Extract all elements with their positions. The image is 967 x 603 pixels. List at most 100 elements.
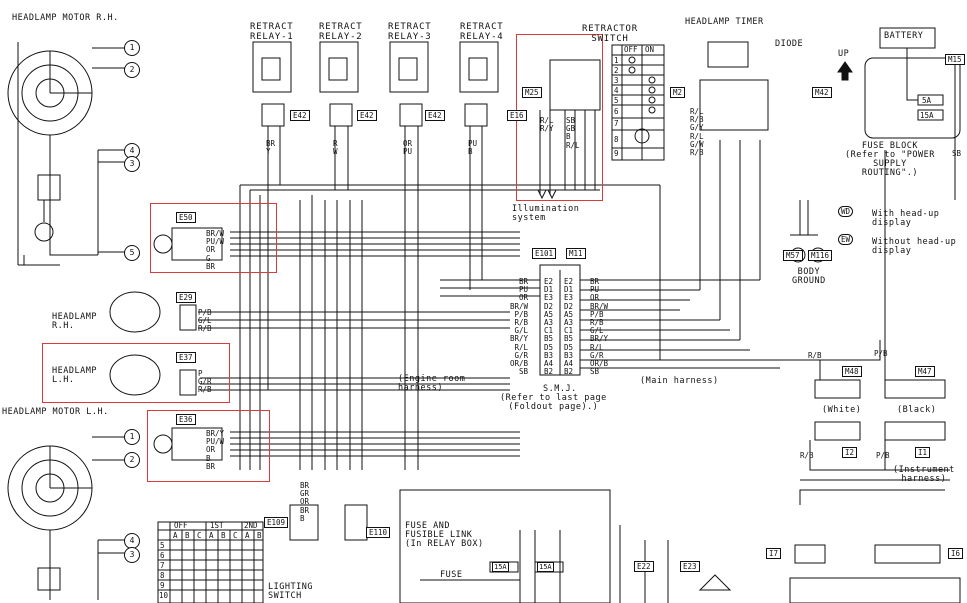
battery-fuse-block bbox=[864, 27, 961, 150]
terminal-rh-5: 5 bbox=[124, 245, 140, 261]
highlight-retractor-switch bbox=[516, 34, 603, 201]
light-table-1st: 1ST bbox=[210, 521, 224, 530]
title-retractor-switch: RETRACTOR SWITCH bbox=[582, 24, 638, 44]
lighting-switch-table bbox=[157, 521, 264, 603]
retractor-switch-table bbox=[611, 44, 665, 161]
title-headlamp-timer: HEADLAMP TIMER bbox=[685, 17, 764, 27]
title-up: UP bbox=[838, 49, 850, 59]
connector-e42-1: E42 bbox=[290, 110, 310, 121]
light-table-row-9: 9 bbox=[160, 581, 165, 590]
wire-m48: R/B bbox=[808, 351, 822, 360]
title-illumination: Illumination system bbox=[512, 204, 580, 223]
pins-smj-left: E2 D1 E3 D2 A5 A3 C1 B5 D5 B3 A4 B2 bbox=[544, 277, 554, 377]
light-table-row-8: 8 bbox=[160, 571, 165, 580]
title-retract-relay-2: RETRACT RELAY-2 bbox=[319, 22, 363, 42]
terminal-lh-3: 3 bbox=[124, 547, 140, 563]
connector-e50: E50 bbox=[176, 212, 196, 223]
retract-table-row-3: 3 bbox=[614, 76, 619, 85]
connector-e42-3: E42 bbox=[425, 110, 445, 121]
title-retract-relay-4: RETRACT RELAY-4 bbox=[460, 22, 504, 42]
legend-with-hud: With head-up display bbox=[872, 209, 940, 228]
connector-m47: M47 bbox=[915, 366, 935, 377]
label-white: (White) bbox=[822, 405, 862, 415]
light-table-letter-8: B bbox=[257, 531, 262, 540]
connector-e42-2: E42 bbox=[357, 110, 377, 121]
title-headlamp-motor-rh: HEADLAMP MOTOR R.H. bbox=[12, 13, 119, 23]
connector-e101: E101 bbox=[532, 248, 557, 259]
title-headlamp-motor-lh: HEADLAMP MOTOR L.H. bbox=[2, 407, 109, 417]
connector-m57: M57 bbox=[783, 250, 803, 261]
connector-e37: E37 bbox=[176, 352, 196, 363]
connector-i6: I6 bbox=[948, 548, 964, 559]
label-instrument-harness: (Instrument harness) bbox=[893, 465, 955, 484]
tag-wd: WD bbox=[838, 206, 854, 217]
wires-relay-1: BR Y bbox=[266, 139, 276, 157]
light-table-letter-7: A bbox=[245, 531, 250, 540]
light-table-letter-2: B bbox=[185, 531, 190, 540]
headlamp-rh-symbol bbox=[109, 291, 197, 333]
connector-i1: I1 bbox=[915, 447, 931, 458]
terminal-rh-4: 4 bbox=[124, 143, 140, 159]
label-engine-room-harness: (Engine room harness) bbox=[398, 374, 466, 393]
terminal-rh-1: 1 bbox=[124, 40, 140, 56]
connector-m48: M48 bbox=[842, 366, 862, 377]
wire-m47: P/B bbox=[874, 349, 888, 358]
connector-m11: M11 bbox=[566, 248, 586, 259]
pins-smj-right: E2 D1 E3 D2 A5 A3 C1 B5 D5 B3 A4 B2 bbox=[564, 277, 574, 377]
title-body-ground: BODY GROUND bbox=[792, 267, 826, 286]
connector-e16: E16 bbox=[507, 110, 527, 121]
fuse-block-fuse-1: 5A bbox=[922, 96, 932, 105]
wires-timer: R/L R/B G/Y R/L G/W R/B bbox=[690, 107, 704, 158]
title-lighting-switch: LIGHTING SWITCH bbox=[268, 582, 313, 601]
light-table-row-10: 10 bbox=[159, 591, 169, 600]
title-fuse-block: FUSE BLOCK (Refer to "POWER SUPPLY ROUTI… bbox=[845, 141, 935, 178]
connector-i7: I7 bbox=[766, 548, 782, 559]
highlight-e36 bbox=[147, 410, 270, 482]
retract-table-row-5: 5 bbox=[614, 96, 619, 105]
title-headlamp-lh: HEADLAMP L.H. bbox=[52, 366, 97, 385]
retract-table-on: ON bbox=[645, 45, 655, 54]
light-table-letter-1: A bbox=[173, 531, 178, 540]
headlamp-motor-lh-symbol bbox=[7, 436, 125, 600]
connector-m116: M116 bbox=[808, 250, 833, 261]
title-retract-relay-3: RETRACT RELAY-3 bbox=[388, 22, 432, 42]
harness-rails bbox=[198, 140, 956, 505]
headlamp-motor-rh-symbol bbox=[7, 42, 125, 266]
retract-table-row-8: 8 bbox=[614, 135, 619, 144]
label-refer-last-page: (Refer to last page (Foldout page).) bbox=[500, 393, 607, 412]
terminal-rh-3: 3 bbox=[124, 156, 140, 172]
label-black: (Black) bbox=[897, 405, 937, 415]
headlamp-timer bbox=[699, 41, 769, 131]
retract-table-off: OFF bbox=[624, 45, 638, 54]
terminal-lh-2: 2 bbox=[124, 452, 140, 468]
retract-table-row-4: 4 bbox=[614, 86, 619, 95]
retract-relays bbox=[252, 41, 499, 470]
connector-i2: I2 bbox=[842, 447, 858, 458]
title-battery: BATTERY bbox=[884, 31, 924, 41]
light-table-off: OFF bbox=[174, 521, 188, 530]
wires-smj-right: BR PU OR BR/W P/B R/B G/L BR/Y R/L G/R O… bbox=[590, 277, 609, 377]
highlight-e50 bbox=[150, 203, 277, 273]
connector-e109: E109 bbox=[264, 517, 289, 528]
retract-table-row-9: 9 bbox=[614, 149, 619, 158]
wires-e29: P/B G/L R/B bbox=[198, 308, 212, 334]
connector-e22: E22 bbox=[634, 561, 654, 572]
wire-i1: P/B bbox=[876, 451, 890, 460]
fuse-block-fuse-2: 15A bbox=[920, 111, 934, 120]
connector-m25: M25 bbox=[522, 87, 542, 98]
title-fuse-and-link: FUSE AND FUSIBLE LINK (In RELAY BOX) bbox=[405, 521, 484, 549]
up-arrow bbox=[837, 61, 853, 81]
connector-m42: M42 bbox=[812, 87, 832, 98]
connector-m2: M2 bbox=[670, 87, 686, 98]
retract-table-row-7: 7 bbox=[614, 119, 619, 128]
headlamp-lh-symbol bbox=[109, 354, 197, 396]
terminal-lh-1: 1 bbox=[124, 429, 140, 445]
smj-block bbox=[539, 264, 581, 376]
wire-i2: R/B bbox=[800, 451, 814, 460]
wires-relay-2: R W bbox=[333, 139, 338, 157]
retract-table-row-6: 6 bbox=[614, 107, 619, 116]
fuse-15a-1: 15A bbox=[492, 562, 509, 572]
connector-e110: E110 bbox=[366, 527, 391, 538]
wires-bottom: BR GR OR BR B bbox=[300, 481, 310, 523]
wires-relay-4: PU B bbox=[468, 139, 478, 157]
